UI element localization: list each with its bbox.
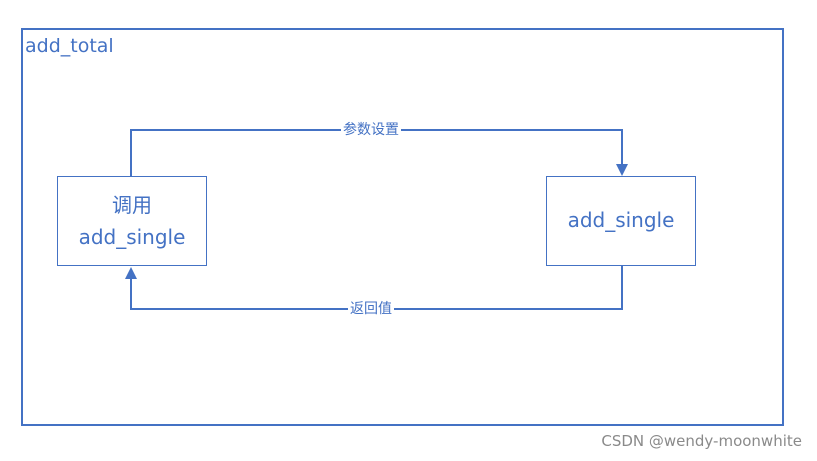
outer-frame [21,28,784,426]
watermark: CSDN @wendy-moonwhite [601,432,802,450]
return-arrowhead [125,267,137,279]
caller-node-line1: 调用 [112,193,152,217]
params-arrowhead [616,164,628,176]
caller-node: 调用 add_single [57,176,207,266]
params-edge-label: 参数设置 [341,122,401,138]
callee-node-label: add_single [567,208,675,232]
caller-node-line2: add_single [78,225,186,249]
return-edge-label: 返回值 [348,301,394,317]
frame-title: add_total [25,35,114,57]
callee-node: add_single [546,176,696,266]
